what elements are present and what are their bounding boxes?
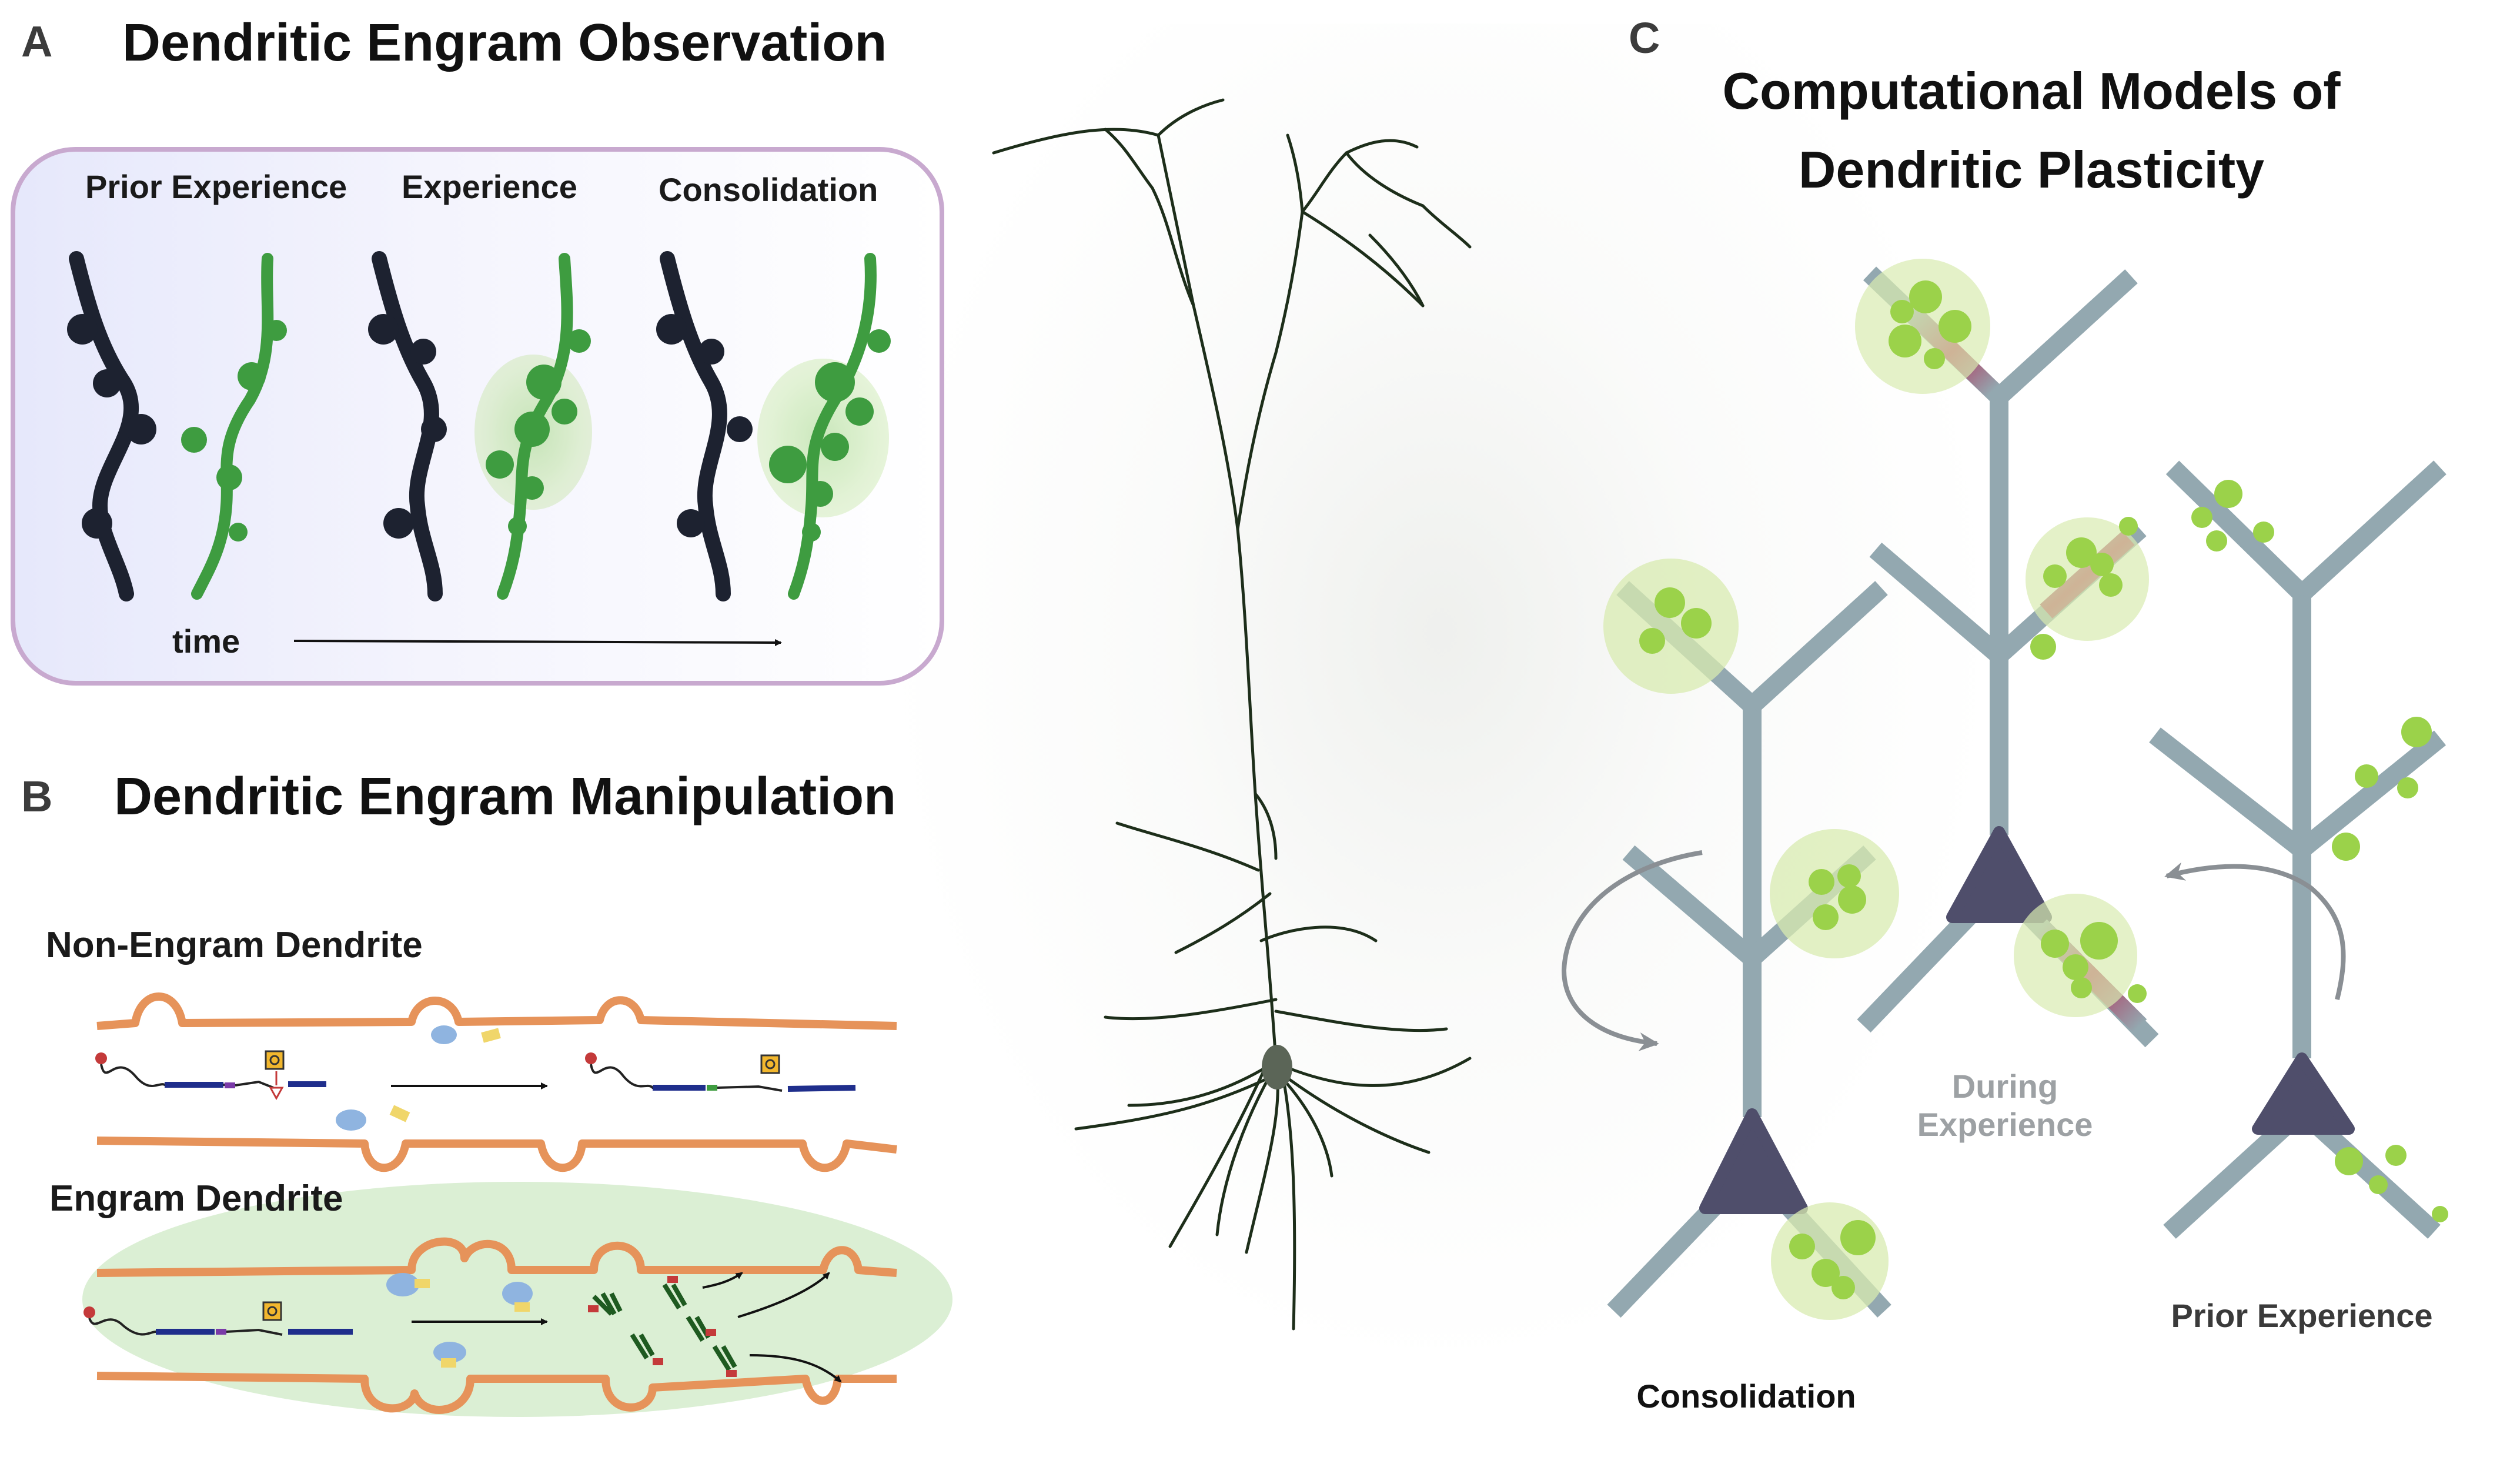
protein-tags-red [588,1276,737,1377]
soma-consolidation [1699,1108,1808,1214]
pyramidal-neuron-tracing [992,98,1472,1331]
panel-b-letter: B [21,772,53,821]
panel-b-title: Dendritic Engram Manipulation [114,767,897,826]
panel-c-letter: C [1629,14,1660,62]
non-engram-dendrite-label: Non-Engram Dendrite [46,925,423,965]
panel-a-letter: A [21,17,53,66]
mrna-construct-right [585,1052,856,1092]
activity-clusters-consolidation [1603,559,1899,1320]
arrow-prior-to-during [2164,862,2346,1000]
panel-c-title-line2: Dendritic Plasticity [1798,141,2265,199]
stage-label-experience: Experience [402,168,577,205]
soma-during [1946,826,2052,923]
mrna-construct-engram [83,1301,353,1336]
activity-clusters-during [1855,259,2149,1033]
arrow-during-to-consolidation [1561,850,1703,1051]
stage-label-consolidation: Consolidation [659,171,878,208]
panel-a-title: Dendritic Engram Observation [122,14,887,72]
during-label-line2: Experience [1917,1106,2093,1143]
synthesized-proteins [592,1283,737,1372]
mrna-construct-left [95,1050,326,1101]
consolidation-label: Consolidation [1636,1378,1856,1415]
arrow-protein-to-spine-3 [749,1354,842,1383]
engram-dendrite-label: Engram Dendrite [49,1178,343,1219]
protein-blobs-non-engram [336,1025,501,1131]
dendrite-pair-experience [368,251,592,601]
arrow-protein-to-spine-1 [702,1272,743,1289]
protein-blobs-engram [386,1273,533,1368]
during-label-line1: During [1951,1068,2058,1105]
dendrite-pair-consolidation [656,251,891,601]
prior-experience-label: Prior Experience [2171,1297,2433,1334]
background-glow [882,24,1999,1376]
stage-label-prior: Prior Experience [85,168,347,205]
arrow-protein-to-spine-2 [737,1272,830,1318]
dendrite-pair-prior [67,251,287,601]
time-arrow [293,639,782,646]
engram-dendrite-diagram [82,1182,952,1417]
panel-c-title-line1: Computational Models of [1722,62,2341,120]
activity-spots-prior [2191,480,2448,1222]
soma-prior [2252,1052,2355,1135]
neuron-soma [1262,1045,1292,1089]
time-label: time [172,623,240,660]
non-engram-dendrite-diagram [95,992,897,1172]
